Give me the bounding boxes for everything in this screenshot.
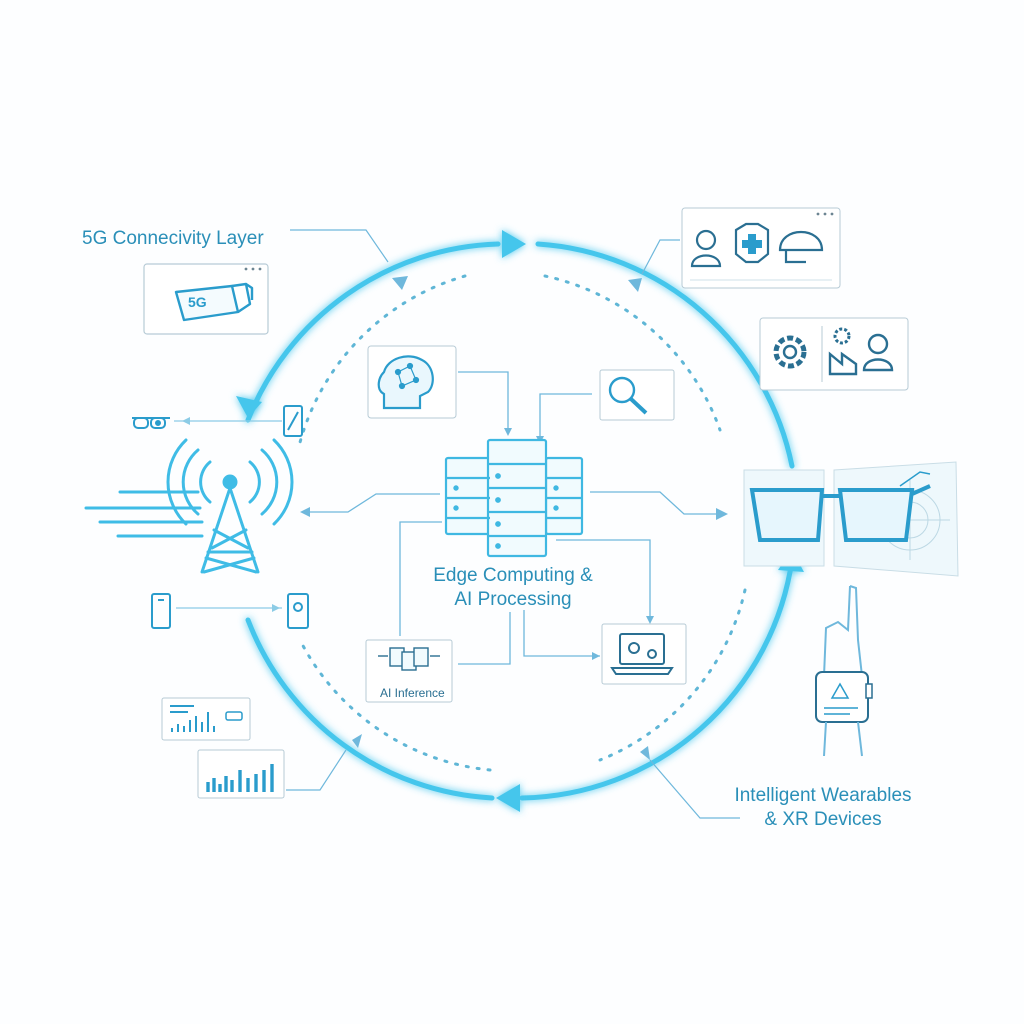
edge-computing-line2: AI Processing xyxy=(454,589,572,610)
vr-headset-icon xyxy=(174,282,254,322)
hand-pointer-icon xyxy=(823,585,863,677)
wearables-line2: & XR Devices xyxy=(764,809,882,830)
bar-chart-icon xyxy=(197,749,285,799)
chart-panel-1 xyxy=(161,697,251,741)
smartphone-icon xyxy=(151,593,309,629)
user-icon xyxy=(862,333,894,372)
edge-computing-line1: Edge Computing & xyxy=(433,565,593,586)
wearables-line1: Intelligent Wearables xyxy=(734,785,912,806)
cycle-ring xyxy=(245,241,795,801)
arrowhead-bottom xyxy=(496,784,520,812)
leader-lines xyxy=(286,229,740,819)
gear-icon xyxy=(773,335,807,369)
laptop-gears-icon xyxy=(610,633,674,675)
magnifier-icon xyxy=(608,376,648,415)
small-chevrons xyxy=(352,276,650,760)
ai-inference-panel xyxy=(365,639,453,703)
server-rack-icon xyxy=(444,438,584,558)
ai-inference-label: AI Inference xyxy=(380,686,445,700)
smartwatch-icon xyxy=(815,671,873,757)
vr-headset-panel xyxy=(143,263,269,335)
medical-cross-icon xyxy=(734,222,770,264)
document-flow-icon xyxy=(378,647,440,671)
badge-5g: 5G xyxy=(188,294,207,310)
user-icon xyxy=(690,229,722,268)
helmet-icon xyxy=(778,230,824,264)
cell-tower-icon xyxy=(84,438,294,574)
brain-ai-panel xyxy=(367,345,457,419)
ar-glasses-icon xyxy=(743,461,959,577)
user-medical-panel xyxy=(681,207,841,289)
inner-dotted-ring xyxy=(296,274,747,772)
connectivity-layer-label: 5G Connecivity Layer xyxy=(82,228,264,249)
wearables-label: Intelligent Wearables & XR Devices xyxy=(718,784,928,832)
arrowhead-top xyxy=(502,230,526,258)
smart-glasses-icon xyxy=(132,417,170,429)
factory-icon xyxy=(828,327,858,376)
center-connectors xyxy=(302,371,722,665)
smartphone-icon xyxy=(283,405,303,437)
brain-ai-icon xyxy=(377,355,434,410)
magnifier-panel xyxy=(599,369,675,421)
laptop-panel xyxy=(601,623,687,685)
industry-panel xyxy=(759,317,909,391)
arrowhead-left xyxy=(236,396,262,418)
edge-computing-label: Edge Computing & AI Processing xyxy=(413,564,613,612)
